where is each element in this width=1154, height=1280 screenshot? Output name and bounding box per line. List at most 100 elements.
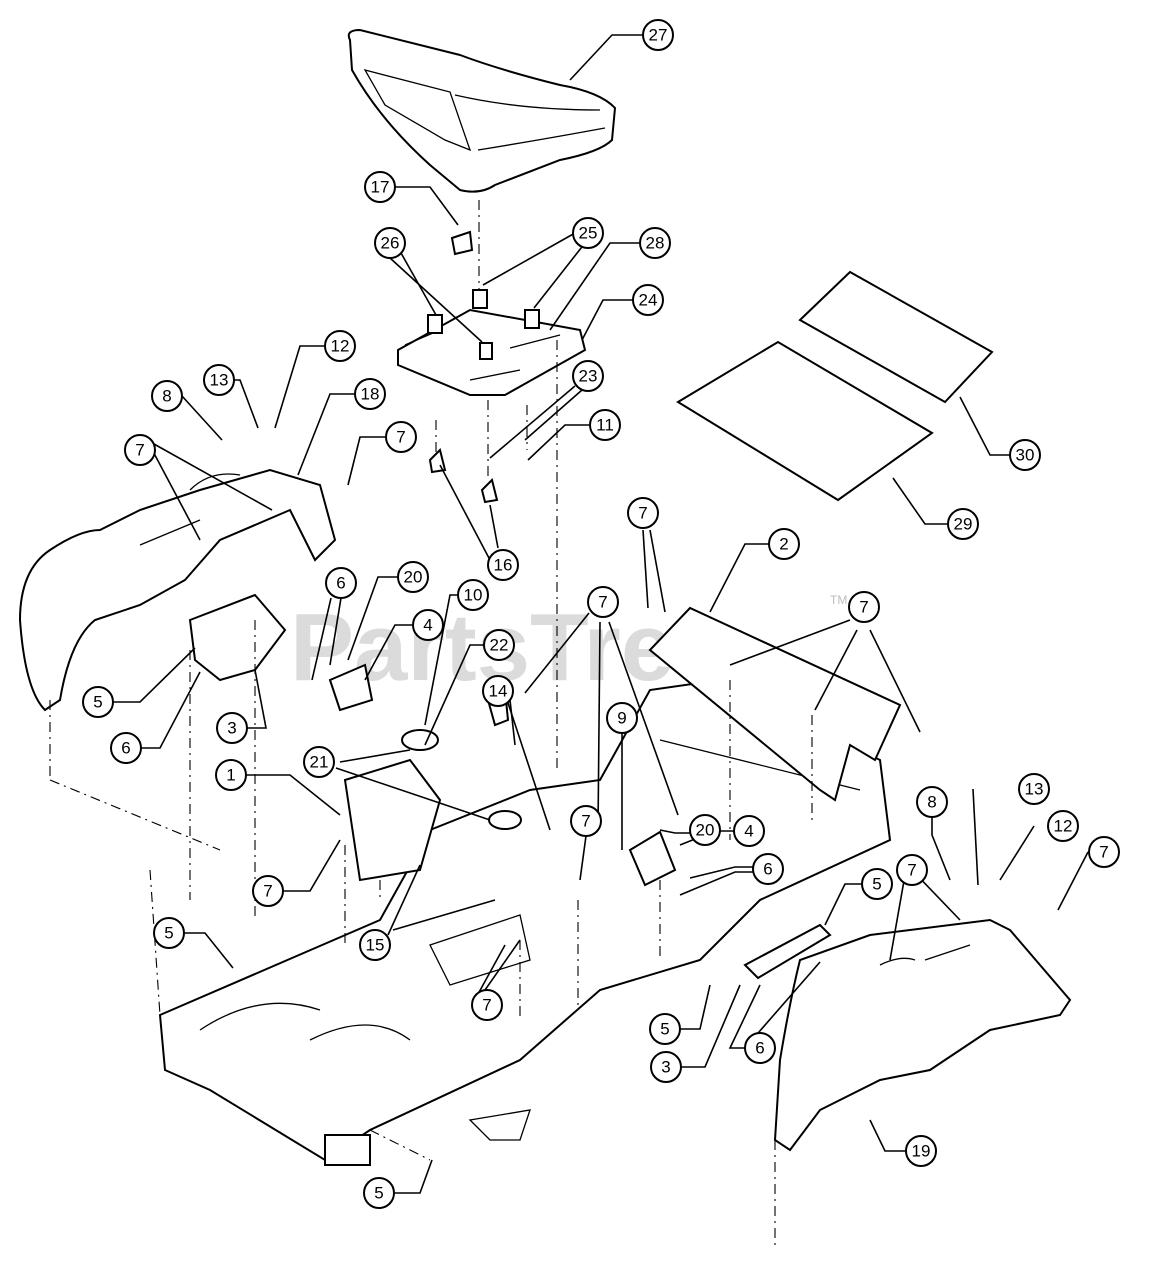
callout-5-a: 5 xyxy=(82,686,114,718)
svg-text:7: 7 xyxy=(581,812,590,831)
callout-8-left: 8 xyxy=(151,380,183,412)
svg-text:12: 12 xyxy=(331,337,350,356)
svg-text:7: 7 xyxy=(396,428,405,447)
callout-5-b: 5 xyxy=(153,917,185,949)
callout-4-a: 4 xyxy=(412,609,444,641)
callout-22: 22 xyxy=(483,629,515,661)
svg-text:12: 12 xyxy=(1054,817,1073,836)
svg-text:23: 23 xyxy=(579,367,598,386)
seat-clip-drawing xyxy=(450,230,474,256)
svg-text:20: 20 xyxy=(696,821,715,840)
callout-30: 30 xyxy=(1009,439,1041,471)
callout-6-c: 6 xyxy=(752,853,784,885)
svg-text:17: 17 xyxy=(371,178,390,197)
callout-7-h: 7 xyxy=(471,989,503,1021)
callout-6-d: 6 xyxy=(744,1032,776,1064)
callout-5-d: 5 xyxy=(649,1013,681,1045)
svg-text:6: 6 xyxy=(336,574,345,593)
svg-text:18: 18 xyxy=(361,385,380,404)
callout-20-b: 20 xyxy=(689,814,721,846)
callout-29: 29 xyxy=(947,508,979,540)
svg-text:11: 11 xyxy=(596,416,614,435)
callout-4-b: 4 xyxy=(733,815,765,847)
svg-text:25: 25 xyxy=(579,224,598,243)
svg-text:13: 13 xyxy=(210,371,229,390)
callout-5-c: 5 xyxy=(861,868,893,900)
svg-text:7: 7 xyxy=(638,504,647,523)
callout-5-e: 5 xyxy=(363,1177,395,1209)
left-fender-drawing xyxy=(18,468,337,712)
svg-text:7: 7 xyxy=(135,441,144,460)
right-fender-drawing xyxy=(773,918,1072,1152)
callout-17: 17 xyxy=(364,171,396,203)
seat-drawing xyxy=(347,28,617,193)
svg-text:7: 7 xyxy=(263,882,272,901)
callout-1: 1 xyxy=(215,759,247,791)
svg-text:1: 1 xyxy=(226,766,235,785)
seat-bracket-drawing xyxy=(397,289,587,396)
callout-12-right: 12 xyxy=(1047,810,1079,842)
callout-12-left: 12 xyxy=(324,330,356,362)
svg-text:5: 5 xyxy=(374,1184,383,1203)
callout-6-a: 6 xyxy=(325,567,357,599)
callout-13-right: 13 xyxy=(1018,773,1050,805)
svg-text:28: 28 xyxy=(646,234,665,253)
callout-19: 19 xyxy=(905,1135,937,1167)
svg-text:15: 15 xyxy=(366,936,385,955)
callout-27: 27 xyxy=(642,19,674,51)
callout-16: 16 xyxy=(487,549,519,581)
svg-text:14: 14 xyxy=(489,682,508,701)
svg-text:13: 13 xyxy=(1025,780,1044,799)
callout-7-f: 7 xyxy=(570,805,602,837)
callout-10: 10 xyxy=(457,579,489,611)
callout-7-e: 7 xyxy=(587,586,619,618)
svg-text:29: 29 xyxy=(954,515,973,534)
svg-text:5: 5 xyxy=(164,924,173,943)
chassis-frame-drawing xyxy=(158,678,892,1166)
svg-text:8: 8 xyxy=(162,387,171,406)
svg-text:7: 7 xyxy=(907,861,916,880)
svg-text:24: 24 xyxy=(639,291,658,310)
svg-text:6: 6 xyxy=(763,860,772,879)
callout-25: 25 xyxy=(572,217,604,249)
callout-9: 9 xyxy=(606,702,638,734)
callout-bubbles: 27 17 26 25 28 24 23 11 16 30 29 12 13 8… xyxy=(82,19,1120,1209)
svg-text:22: 22 xyxy=(490,636,509,655)
watermark-trademark: TM xyxy=(830,593,847,607)
callout-7-b: 7 xyxy=(385,421,417,453)
callout-14: 14 xyxy=(482,675,514,707)
callout-3-b: 3 xyxy=(650,1051,682,1083)
svg-text:9: 9 xyxy=(617,709,626,728)
svg-text:7: 7 xyxy=(859,598,868,617)
callout-21: 21 xyxy=(303,746,335,778)
callout-7-i: 7 xyxy=(1088,836,1120,868)
callout-7-a: 7 xyxy=(124,434,156,466)
callout-6-b: 6 xyxy=(110,732,142,764)
callout-7-j: 7 xyxy=(896,854,928,886)
callout-13-left: 13 xyxy=(203,364,235,396)
svg-text:26: 26 xyxy=(381,234,400,253)
callout-24: 24 xyxy=(632,284,664,316)
svg-text:21: 21 xyxy=(310,753,329,772)
callout-7-c: 7 xyxy=(627,497,659,529)
svg-text:4: 4 xyxy=(423,616,432,635)
svg-text:5: 5 xyxy=(872,875,881,894)
callout-15: 15 xyxy=(359,929,391,961)
svg-text:10: 10 xyxy=(464,586,483,605)
svg-text:4: 4 xyxy=(744,822,753,841)
svg-text:30: 30 xyxy=(1016,446,1035,465)
svg-text:5: 5 xyxy=(93,693,102,712)
right-bracket-drawing xyxy=(743,923,832,980)
svg-text:19: 19 xyxy=(912,1142,931,1161)
svg-text:6: 6 xyxy=(755,1039,764,1058)
svg-text:20: 20 xyxy=(404,568,423,587)
svg-text:3: 3 xyxy=(661,1058,670,1077)
svg-text:27: 27 xyxy=(649,26,668,45)
callout-7-d: 7 xyxy=(848,591,880,623)
callout-18: 18 xyxy=(354,378,386,410)
callout-3-a: 3 xyxy=(216,712,248,744)
hardware-pins-drawing xyxy=(428,448,499,504)
svg-text:7: 7 xyxy=(598,593,607,612)
top-plate-drawing xyxy=(648,606,902,802)
